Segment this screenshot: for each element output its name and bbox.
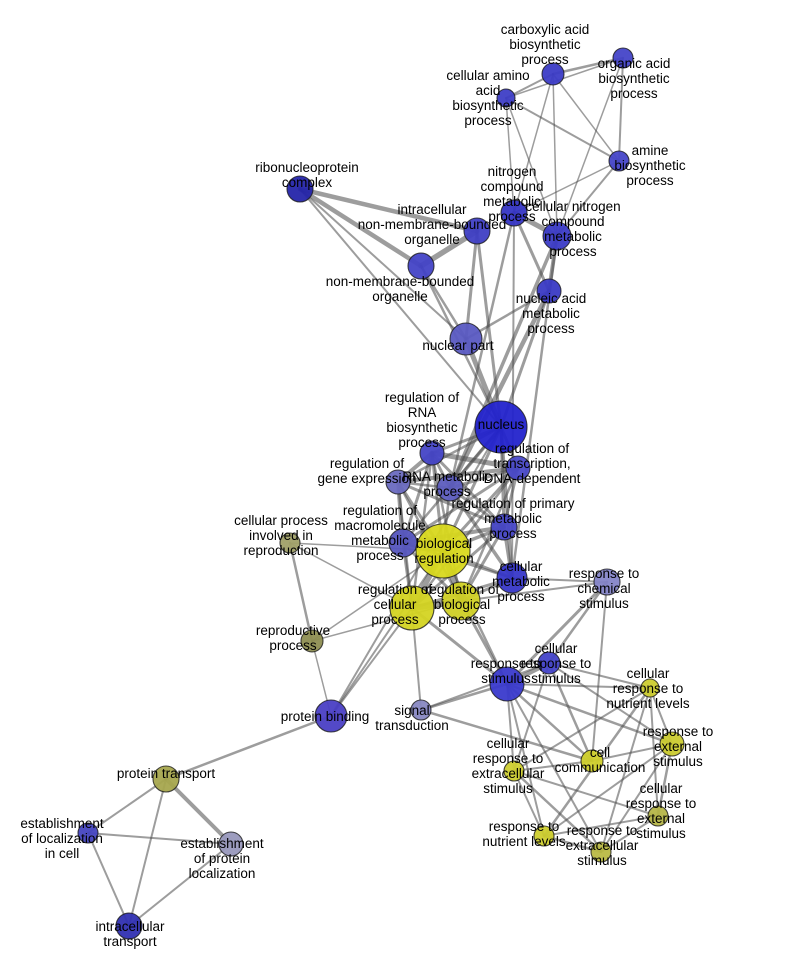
- node-cellrespextra[interactable]: [503, 760, 525, 782]
- node-amino[interactable]: [496, 88, 516, 108]
- edge-organic--amine: [618, 57, 624, 162]
- edge-amino--nitrogen: [505, 97, 515, 214]
- edge-cellrespextra--cellrespext: [513, 770, 659, 817]
- edge-protbind--prottrans: [164, 714, 333, 781]
- edge-cellrespstim--cellrespnut: [548, 662, 651, 689]
- edge-cellcomm--cellrespextra: [513, 760, 593, 772]
- edge-estloc--intratrans: [87, 832, 130, 927]
- edge-respnut--cellrespext: [543, 815, 659, 837]
- node-estprot[interactable]: [218, 831, 244, 857]
- edge-respchem--cellcomm: [591, 581, 608, 762]
- edge-regrna--regtrans: [429, 450, 521, 471]
- edge-cellcomm--sigtrans: [419, 708, 594, 763]
- edge-cellrespstim--sigtrans: [420, 662, 550, 711]
- edge-respstim--respnut: [506, 683, 545, 837]
- node-amine[interactable]: [608, 150, 630, 172]
- edge-nucacid--rnamet: [447, 288, 552, 491]
- node-prottrans[interactable]: [152, 765, 180, 793]
- node-cellrespnut[interactable]: [640, 678, 660, 698]
- edge-protbind--bioreg: [330, 550, 444, 717]
- edge-carboxylic--cellnitrogen: [552, 73, 558, 237]
- node-reproc[interactable]: [300, 629, 324, 653]
- node-estloc[interactable]: [77, 822, 99, 844]
- node-cellrespstim[interactable]: [537, 651, 561, 675]
- node-nmb[interactable]: [407, 252, 435, 280]
- node-bioreg[interactable]: [415, 523, 471, 579]
- edge-carboxylic--amine: [552, 73, 620, 162]
- edge-amino--amine: [505, 97, 620, 162]
- node-regcell[interactable]: [389, 585, 435, 631]
- edges-layer: [87, 56, 674, 927]
- node-nitrogen[interactable]: [500, 199, 528, 227]
- edge-cellrespnut--cellrespext: [649, 687, 659, 817]
- node-protbind[interactable]: [314, 699, 348, 733]
- edge-cellrespstim--cellcomm: [547, 661, 594, 763]
- nodes-layer: [77, 47, 685, 940]
- node-carboxylic[interactable]: [541, 62, 565, 86]
- edge-carboxylic--nitrogen: [513, 73, 554, 214]
- node-intranmb[interactable]: [463, 217, 491, 245]
- node-cellnitrogen[interactable]: [542, 221, 572, 251]
- edge-cellrespextra--respnut: [513, 770, 545, 837]
- node-rnamet[interactable]: [436, 474, 464, 502]
- edge-prottrans--estloc: [87, 778, 167, 834]
- node-regmacro[interactable]: [388, 528, 418, 558]
- node-cellrespext[interactable]: [647, 805, 669, 827]
- node-respext[interactable]: [659, 731, 685, 757]
- edge-ribo--intranmb: [297, 186, 480, 234]
- edge-prottrans--intratrans: [128, 778, 167, 927]
- edge-ribo--nmb: [297, 186, 424, 269]
- edge-respext--respextra: [600, 743, 673, 853]
- node-cellcomm[interactable]: [580, 749, 604, 773]
- node-regbio[interactable]: [441, 581, 481, 621]
- edge-ribo--nucpart: [299, 188, 467, 340]
- edge-reprocell--reproc: [288, 541, 314, 643]
- edge-amine--cellnitrogen: [556, 160, 620, 237]
- edge-prottrans--estprot: [164, 777, 233, 846]
- node-respstim[interactable]: [489, 666, 525, 702]
- edge-estprot--intratrans: [128, 843, 232, 927]
- node-cellmet[interactable]: [496, 562, 528, 594]
- node-nucacid[interactable]: [536, 278, 562, 304]
- node-regrna[interactable]: [419, 440, 445, 466]
- edge-respchem--cellrespstim: [547, 580, 609, 665]
- node-regtrans[interactable]: [505, 455, 531, 481]
- edge-respstim--cellrespnut: [506, 683, 651, 689]
- node-reggene[interactable]: [385, 469, 411, 495]
- node-sigtrans[interactable]: [410, 699, 432, 721]
- node-ribo[interactable]: [286, 175, 314, 203]
- edge-cellrespnut--respextra: [600, 687, 651, 853]
- node-respchem[interactable]: [593, 568, 621, 596]
- edge-estloc--estprot: [87, 832, 232, 845]
- node-intratrans[interactable]: [115, 912, 143, 940]
- edge-cellrespstim--respext: [548, 662, 673, 745]
- edge-protbind--nucleus: [330, 426, 502, 717]
- node-organic[interactable]: [612, 47, 634, 69]
- node-regprim[interactable]: [490, 513, 518, 541]
- node-respnut[interactable]: [533, 825, 555, 847]
- node-respextra[interactable]: [590, 841, 612, 863]
- edge-respchem--regbio: [460, 581, 608, 602]
- edge-cellrespextra--respextra: [512, 769, 603, 854]
- node-nucleus[interactable]: [474, 400, 528, 454]
- node-reprocell[interactable]: [279, 532, 301, 554]
- edge-organic--amino: [505, 57, 624, 99]
- edge-reproc--regbio: [311, 600, 462, 642]
- node-nucpart[interactable]: [449, 322, 483, 356]
- edge-amine--nitrogen: [513, 160, 620, 214]
- edge-organic--cellnitrogen: [556, 57, 624, 237]
- edge-intranmb--nucleus: [475, 229, 503, 429]
